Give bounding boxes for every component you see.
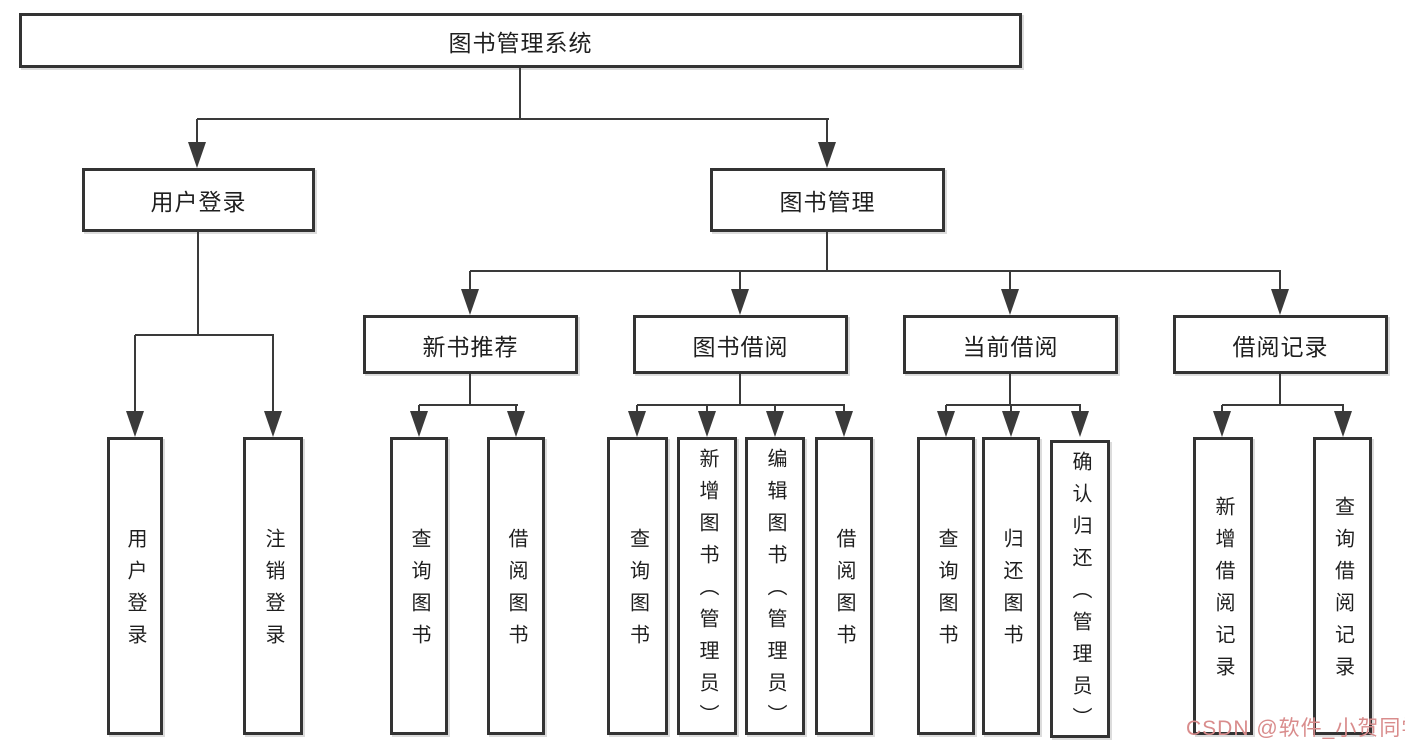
connector-stem-logout-leaf — [272, 335, 274, 413]
leaf-label: 查询借阅记录 — [1331, 496, 1354, 688]
arrow-down-icon — [1213, 411, 1231, 437]
connector-stem — [1221, 405, 1223, 414]
connector-stem-current-borrow — [1009, 271, 1011, 291]
connector-book-mgmt-stem — [826, 232, 828, 272]
connector-records-stem — [1279, 374, 1281, 406]
connector-stem — [515, 405, 517, 414]
connector-root-stem — [519, 68, 521, 119]
arrow-down-icon — [766, 411, 784, 437]
leaf-label: 新增借阅记录 — [1212, 496, 1234, 688]
connector-currentborrow-hline — [946, 404, 1081, 406]
leaf-label: 查询图书 — [626, 528, 649, 656]
leaf-label: 编辑图书（管理员） — [764, 448, 786, 736]
leaf-return-books: 归还图书 — [982, 437, 1040, 735]
connector-stem — [1079, 405, 1081, 414]
leaf-borrow-books-borrowing: 借阅图书 — [815, 437, 873, 735]
connector-stem-book-borrow — [739, 271, 741, 291]
leaf-label: 查询图书 — [408, 528, 430, 656]
connector-stem — [1010, 405, 1012, 414]
connector-stem — [636, 405, 638, 414]
arrow-down-icon — [698, 411, 716, 437]
arrow-down-icon — [731, 289, 749, 315]
arrow-down-icon — [264, 411, 282, 437]
leaf-query-books-current: 查询图书 — [917, 437, 975, 735]
connector-stem-book-management — [826, 119, 828, 146]
connector-stem — [945, 405, 947, 414]
leaf-query-borrow-record: 查询借阅记录 — [1313, 437, 1372, 735]
arrow-down-icon — [628, 411, 646, 437]
node-book-borrowing: 图书借阅 — [633, 315, 848, 374]
connector-newbook-stem — [469, 374, 471, 406]
leaf-label: 确认归还（管理员） — [1069, 451, 1091, 739]
leaf-confirm-return-admin: 确认归还（管理员） — [1050, 440, 1110, 739]
node-label: 新书推荐 — [422, 333, 519, 360]
leaf-user-login: 用户登录 — [107, 437, 163, 735]
connector-currentborrow-stem — [1009, 374, 1011, 406]
arrow-down-icon — [937, 411, 955, 437]
connector-stem — [843, 405, 845, 414]
connector-stem — [1342, 405, 1344, 414]
connector-book-mgmt-hline — [470, 270, 1281, 272]
arrow-down-icon — [188, 142, 206, 168]
arrow-down-icon — [461, 289, 479, 315]
arrow-down-icon — [1271, 289, 1289, 315]
node-label: 图书管理系统 — [448, 29, 593, 56]
arrow-down-icon — [1334, 411, 1352, 437]
connector-user-login-hline — [135, 334, 274, 336]
leaf-label: 用户登录 — [124, 528, 146, 656]
connector-newbook-hline — [419, 404, 518, 406]
arrow-down-icon — [1001, 289, 1019, 315]
arrow-down-icon — [126, 411, 144, 437]
node-label: 当前借阅 — [962, 333, 1059, 360]
leaf-label: 借阅图书 — [505, 528, 527, 656]
leaf-add-borrow-record: 新增借阅记录 — [1193, 437, 1253, 735]
node-book-management: 图书管理 — [710, 168, 945, 232]
connector-stem — [706, 405, 708, 414]
connector-stem — [418, 405, 420, 414]
node-label: 用户登录 — [150, 189, 247, 215]
leaf-label: 新增图书（管理员） — [696, 448, 718, 736]
node-current-borrowing: 当前借阅 — [903, 315, 1118, 374]
leaf-borrow-books-recommend: 借阅图书 — [487, 437, 545, 735]
connector-bookborrow-hline — [637, 404, 845, 406]
arrow-down-icon — [507, 411, 525, 437]
leaf-add-books-admin: 新增图书（管理员） — [677, 437, 737, 736]
connector-stem-login-leaf — [134, 335, 136, 413]
node-borrowing-records: 借阅记录 — [1173, 315, 1388, 374]
node-user-login: 用户登录 — [82, 168, 315, 232]
leaf-label: 查询图书 — [935, 528, 957, 656]
connector-records-hline — [1222, 404, 1344, 406]
node-library-management-system: 图书管理系统 — [19, 13, 1022, 68]
leaf-label: 借阅图书 — [833, 528, 855, 656]
leaf-edit-books-admin: 编辑图书（管理员） — [745, 437, 805, 736]
arrow-down-icon — [835, 411, 853, 437]
leaf-logout: 注销登录 — [243, 437, 303, 735]
node-label: 图书管理 — [779, 189, 876, 215]
leaf-label: 归还图书 — [1000, 528, 1022, 656]
connector-stem-new-book — [469, 271, 471, 291]
arrow-down-icon — [410, 411, 428, 437]
connector-stem-borrow-records — [1279, 271, 1281, 291]
leaf-label: 注销登录 — [262, 528, 284, 656]
arrow-down-icon — [1071, 411, 1089, 437]
arrow-down-icon — [1002, 411, 1020, 437]
node-label: 借阅记录 — [1232, 333, 1329, 360]
connector-root-hline — [197, 118, 829, 120]
node-label: 图书借阅 — [692, 333, 789, 360]
csdn-watermark: CSDN @软件_小贺同学 — [1186, 717, 1405, 740]
leaf-query-books-recommend: 查询图书 — [390, 437, 448, 735]
connector-stem-user-login — [196, 119, 198, 146]
connector-user-login-stem — [197, 232, 199, 336]
arrow-down-icon — [818, 142, 836, 168]
connector-bookborrow-stem — [739, 374, 741, 406]
leaf-query-books-borrowing: 查询图书 — [607, 437, 668, 735]
node-new-book-recommendation: 新书推荐 — [363, 315, 578, 374]
connector-stem — [774, 405, 776, 414]
